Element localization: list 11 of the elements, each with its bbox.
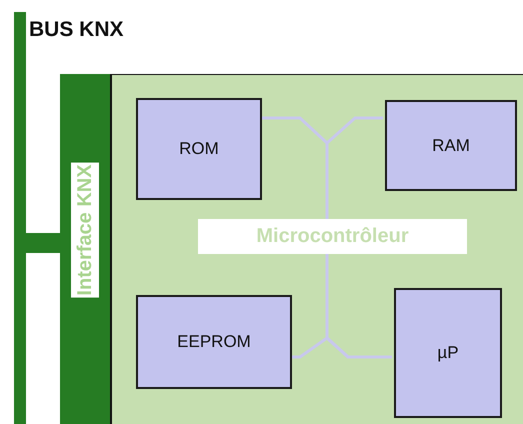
interface-label: Interface KNX bbox=[71, 162, 99, 298]
interface-strip bbox=[60, 74, 110, 424]
memory-block: ROM bbox=[136, 98, 262, 200]
memory-block: EEPROM bbox=[136, 295, 292, 389]
memory-block: RAM bbox=[385, 100, 517, 191]
bus-connector bbox=[26, 233, 60, 253]
processor-block: µP bbox=[394, 288, 502, 418]
panel-title: Microcontrôleur bbox=[198, 219, 467, 254]
bus-line bbox=[290, 336, 392, 358]
microcontroller-panel bbox=[110, 74, 523, 424]
bus-title: BUS KNX bbox=[29, 18, 124, 42]
